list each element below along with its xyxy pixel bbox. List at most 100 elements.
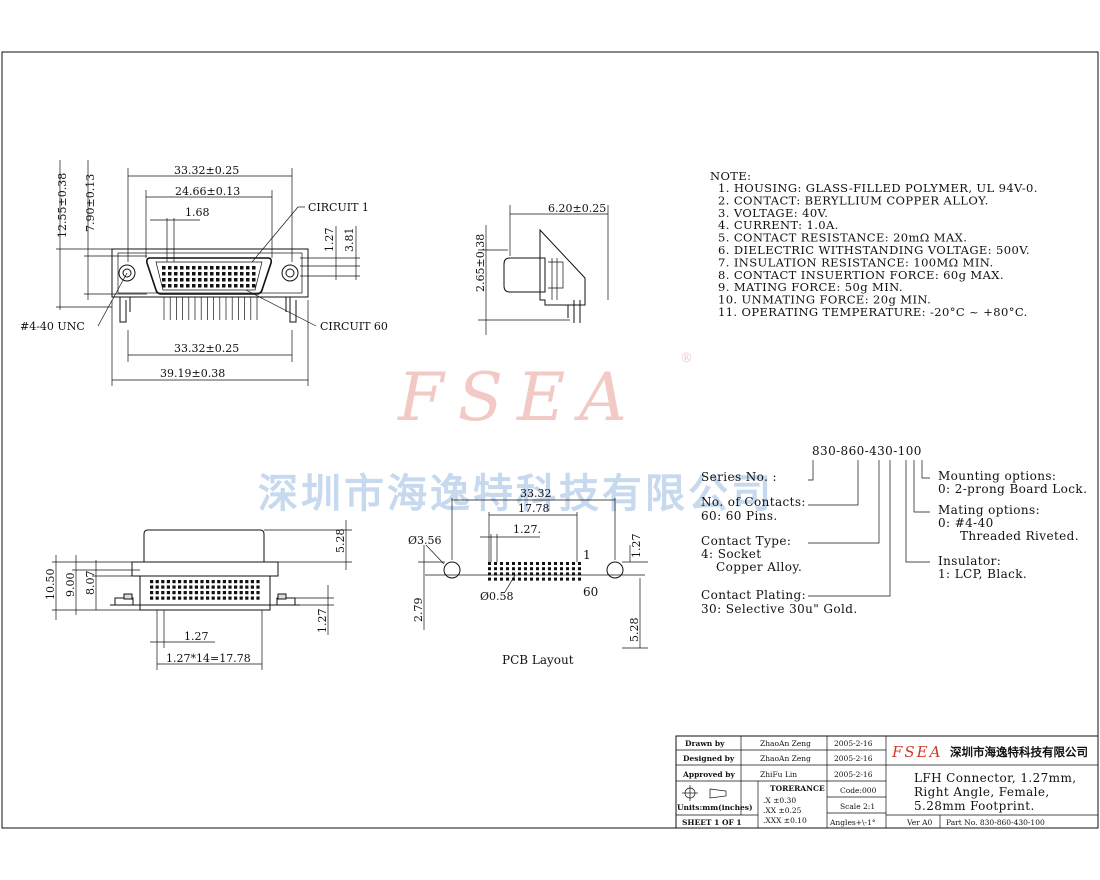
pcb-pin-hole [536,567,539,571]
pcb-pin-hole [542,567,545,571]
pcb-pin-hole [560,567,563,571]
front-pin [186,266,190,270]
pcb-pin-hole [506,567,509,571]
bottom-pin [228,596,232,600]
watermark-company: 深圳市海逸特科技有限公司 [258,471,774,517]
front-pin [234,272,238,276]
front-pin [222,272,226,276]
front-pin [198,284,202,288]
pcb-pin-hole [554,567,557,571]
front-pin [240,278,244,282]
pn-mating-label: Mating options: [938,503,1040,517]
pcb-pin-hole [524,567,527,571]
bottom-pin [211,585,215,589]
bottom-pin [189,585,193,589]
front-pin [204,266,208,270]
tb-designed-label: Designed by [683,754,735,763]
pcb-pin-hole [572,562,575,565]
front-pin [180,278,184,282]
bottom-pin [245,591,249,595]
tb-scale: Scale 2:1 [840,802,875,811]
pcb-pin-hole [488,572,491,576]
pcb-pin-hole [542,562,545,565]
projection-symbol-icon [682,785,727,801]
front-pin [174,284,178,288]
tb-logo: FSEA [891,743,942,761]
front-pin [222,266,226,270]
front-pin [228,272,232,276]
front-pin [204,284,208,288]
bottom-pin [217,585,221,589]
dim-right-small: 1.27 [323,228,336,253]
pn-contacts-label: No. of Contacts: [701,495,806,509]
bottom-pin [228,585,232,589]
bottom-pin [183,591,187,595]
front-pin [228,278,232,282]
dim-side-depth: 6.20±0.25 [548,202,606,215]
front-pin [162,284,166,288]
tb-drawn-label: Drawn by [685,739,725,748]
bottom-pin [161,591,165,595]
bottom-pin [166,591,170,595]
front-pin [180,272,184,276]
front-pin [162,266,166,270]
pcb-pin-hole [572,577,575,581]
pcb-pin-hole [548,562,551,565]
pn-insulator-value: 1: LCP, Black. [938,567,1027,581]
tb-approved-label: Approved by [682,770,735,779]
dim-bottom-top-right: 5.28 [334,529,347,554]
pcb-pin-hole [524,572,527,576]
bottom-pin [178,580,182,584]
front-pin [240,272,244,276]
bottom-pin [155,591,159,595]
front-pin [222,284,226,288]
front-pin [246,272,250,276]
note-item: 5. CONTACT RESISTANCE: 20mΩ MAX. [718,231,967,245]
front-pin [180,284,184,288]
note-item: 2. CONTACT: BERYLLIUM COPPER ALLOY. [718,193,989,207]
bottom-pin [150,580,154,584]
bottom-pin [178,585,182,589]
front-pin [234,266,238,270]
bottom-pin [234,580,238,584]
pcb-pin-hole [494,562,497,565]
note-item: 11. OPERATING TEMPERATURE: -20°C ~ +80°C… [718,305,1028,319]
pn-mounting-label: Mounting options: [938,469,1056,483]
tb-company-cn: 深圳市海逸特科技有限公司 [950,745,1088,759]
front-pin [240,284,244,288]
bottom-pin [194,580,198,584]
bottom-pin [222,591,226,595]
dim-inner-width: 24.66±0.13 [175,185,240,198]
pcb-pin-hole [500,577,503,581]
bottom-pin [183,580,187,584]
watermark-brand: FSEA [397,359,641,436]
front-pin [186,272,190,276]
bottom-pin [194,596,198,600]
pn-mating-value1: 0: #4-40 [938,516,994,530]
pcb-pin-hole [572,567,575,571]
dim-bottom-pitch: 1.27 [184,630,209,643]
front-pin [204,278,208,282]
bottom-pin [206,596,210,600]
bottom-pin [166,585,170,589]
pcb-pin-hole [530,562,533,565]
front-pin [192,266,196,270]
pcb-pin-hole [488,562,491,565]
pn-code: 830-860-430-100 [812,444,922,458]
pcb-pin-hole [554,572,557,576]
bottom-pin [234,596,238,600]
title-block: Drawn by ZhaoAn Zeng 2005-2-16 Designed … [675,735,1099,829]
bottom-pin [155,580,159,584]
label-thread: #4-40 UNC [20,320,85,333]
front-pin [174,278,178,282]
front-pin [210,272,214,276]
pcb-pin-hole [578,567,581,571]
label-circuit-60: CIRCUIT 60 [320,320,388,333]
pcb-pin-hole [542,572,545,576]
pcb-pin-hole [500,562,503,565]
pcb-pin-hole [536,577,539,581]
front-pin [174,266,178,270]
pcb-pin-hole [560,572,563,576]
front-pin [186,284,190,288]
dim-bottom-pitch-total: 1.27*14=17.78 [166,652,251,665]
